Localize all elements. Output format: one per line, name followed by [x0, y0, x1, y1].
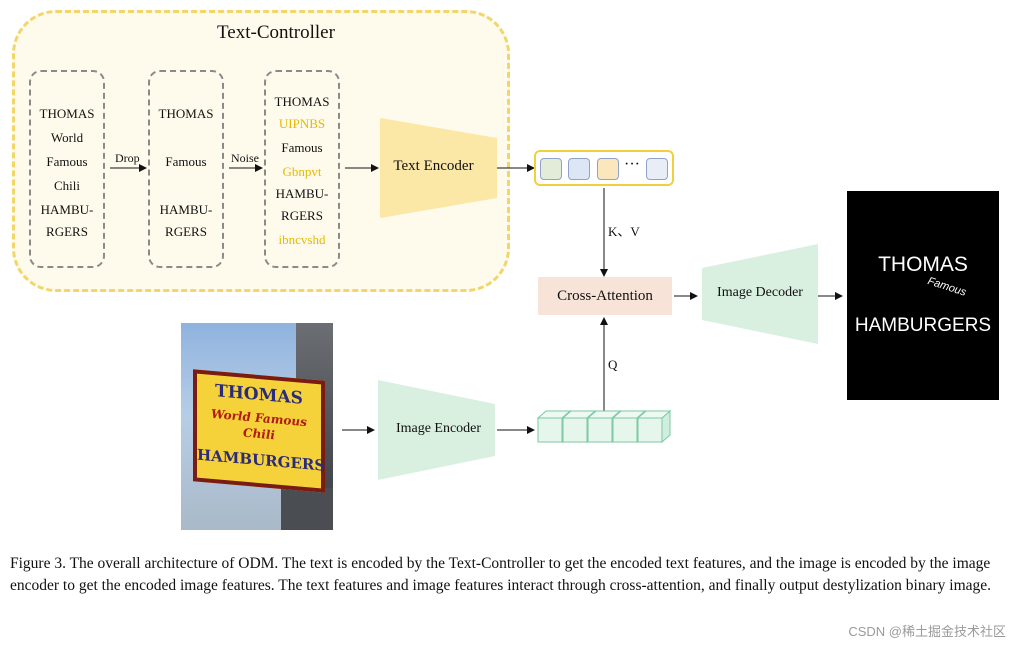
- column-word: UIPNBS: [278, 116, 326, 131]
- text-token-3: [597, 158, 619, 180]
- cross-attention-block: Cross-Attention: [538, 277, 672, 315]
- column-word: THOMAS: [39, 106, 95, 121]
- text-token-2: [568, 158, 590, 180]
- building-lower: [281, 488, 333, 530]
- column-word: RGERS: [165, 224, 207, 239]
- output-line-2: Famous: [926, 275, 968, 299]
- column-word: ibncvshd: [278, 232, 326, 247]
- image-feature-cube: [537, 417, 563, 443]
- column-word: RGERS: [46, 224, 88, 239]
- column-word: Famous: [46, 154, 88, 169]
- output-line-1: THOMAS: [878, 253, 968, 276]
- sign-line-4: HAMBURGERS: [197, 445, 326, 475]
- column-word: Chili: [53, 178, 80, 193]
- kv-label: K、V: [608, 224, 640, 239]
- output-binary-image: THOMAS Famous HAMBURGERS: [847, 191, 999, 400]
- text-token-sequence: ···: [534, 150, 674, 186]
- image-feature-cube-top: [636, 410, 672, 419]
- column-word: HAMBU-: [40, 202, 94, 217]
- text-controller-title: Text-Controller: [217, 22, 335, 43]
- text-token-n: [646, 158, 668, 180]
- image-feature-cube: [637, 417, 663, 443]
- figure-caption: Figure 3. The overall architecture of OD…: [10, 555, 992, 594]
- image-encoder-shape: [378, 380, 495, 480]
- image-decoder-shape: [702, 244, 818, 344]
- noise-label: Noise: [231, 151, 259, 165]
- image-feature-cube: [587, 417, 613, 443]
- q-label: Q: [608, 357, 618, 372]
- image-feature-cube-top: [586, 410, 622, 419]
- column-word: RGERS: [281, 208, 323, 223]
- text-encoder-shape: [380, 118, 497, 218]
- image-feature-cube-top: [611, 410, 647, 419]
- text-encoder-label: Text Encoder: [393, 158, 474, 174]
- column-word: World: [50, 130, 84, 145]
- watermark: CSDN @稀土掘金技术社区: [848, 624, 1006, 639]
- image-encoder-label: Image Encoder: [395, 421, 482, 436]
- column-word: HAMBU-: [275, 186, 329, 201]
- token-ellipsis: ···: [624, 156, 640, 173]
- column-word: Famous: [165, 154, 207, 169]
- image-feature-cube: [612, 417, 638, 443]
- sign-line-1: THOMAS: [215, 381, 303, 409]
- image-feature-cube-top: [536, 410, 572, 419]
- column-word: THOMAS: [274, 94, 330, 109]
- image-decoder-label: Image Decoder: [717, 285, 803, 300]
- column-word: Famous: [281, 140, 323, 155]
- image-feature-cube: [562, 417, 588, 443]
- image-feature-cube-top: [561, 410, 597, 419]
- column-word: HAMBU-: [159, 202, 213, 217]
- input-sign-photo: THOMAS World Famous Chili HAMBURGERS: [181, 323, 333, 530]
- column-word: Gbnpvt: [282, 164, 322, 179]
- drop-label: Drop: [115, 151, 140, 165]
- output-line-3: HAMBURGERS: [854, 315, 992, 336]
- image-feature-cubes: [536, 409, 672, 444]
- column-word: THOMAS: [158, 106, 214, 121]
- text-token-1: [540, 158, 562, 180]
- sign-board: THOMAS World Famous Chili HAMBURGERS: [193, 369, 325, 493]
